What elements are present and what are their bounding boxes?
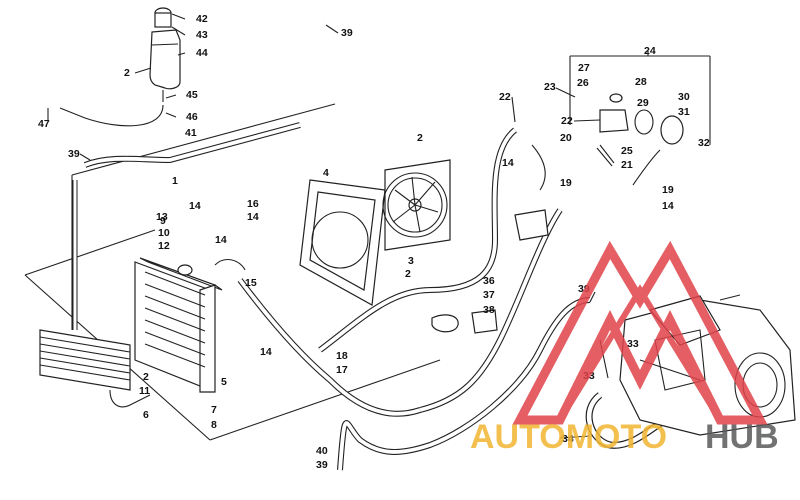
- thermostat-housing: [514, 55, 711, 241]
- assembly-outline: [24, 103, 441, 441]
- callout-18: 18: [336, 350, 348, 362]
- callout-11: 11: [139, 385, 150, 397]
- callout-46: 46: [186, 111, 198, 123]
- callout-42: 42: [196, 13, 208, 25]
- callout-23: 23: [544, 81, 556, 93]
- callout-17: 17: [336, 364, 348, 376]
- callout-41: 41: [185, 127, 197, 139]
- callout-31: 31: [678, 106, 690, 118]
- callout-39: 39: [578, 283, 590, 295]
- callout-27: 27: [578, 62, 590, 74]
- callout-14: 14: [662, 200, 674, 212]
- callout-28: 28: [635, 76, 647, 88]
- callout-14: 14: [502, 157, 514, 169]
- callout-33: 33: [627, 338, 639, 350]
- callout-2: 2: [405, 268, 411, 280]
- belt-parts: [431, 309, 498, 334]
- watermark-text-automoto: AUTOMOTO: [470, 418, 667, 456]
- callout-5: 5: [221, 376, 227, 388]
- callout-32: 32: [698, 137, 710, 149]
- callout-38: 38: [483, 304, 495, 316]
- callout-37: 37: [483, 289, 495, 301]
- callout-26: 26: [577, 77, 589, 89]
- callout-22: 22: [561, 115, 573, 127]
- callout-21: 21: [621, 159, 633, 171]
- callout-22: 22: [499, 91, 511, 103]
- callout-47: 47: [38, 118, 50, 130]
- callout-14: 14: [189, 200, 201, 212]
- callout-3: 3: [408, 255, 414, 267]
- callout-7: 7: [211, 404, 217, 416]
- callout-12: 12: [158, 240, 170, 252]
- callout-1: 1: [172, 175, 178, 187]
- callout-16: 16: [247, 198, 259, 210]
- fan-shroud: [299, 179, 386, 306]
- callout-19: 19: [560, 177, 572, 189]
- callout-6: 6: [143, 409, 149, 421]
- callout-30: 30: [678, 91, 690, 103]
- callout-15: 15: [245, 277, 257, 289]
- callout-45: 45: [186, 89, 198, 101]
- callout-44: 44: [196, 47, 208, 59]
- watermark-text-hub: HUB: [705, 418, 779, 456]
- callout-labels: 1 2 2 2 2 3 4 5 6 7 8 9 10 11 12 13 14 1…: [38, 13, 710, 471]
- callout-19: 19: [662, 184, 674, 196]
- callout-36: 36: [483, 275, 495, 287]
- radiator: [134, 257, 246, 393]
- callout-39: 39: [68, 148, 80, 160]
- coolant-reservoir: [59, 7, 181, 127]
- callout-39: 39: [341, 27, 353, 39]
- callout-2: 2: [124, 67, 130, 79]
- callout-25: 25: [621, 145, 633, 157]
- callout-24: 24: [644, 45, 656, 57]
- callout-14: 14: [260, 346, 272, 358]
- hose-lines: [51, 19, 667, 471]
- callout-14: 14: [247, 211, 259, 223]
- callout-34: 34: [562, 433, 574, 445]
- callout-10: 10: [158, 227, 170, 239]
- callout-4: 4: [323, 167, 329, 179]
- callout-29: 29: [637, 97, 649, 109]
- callout-14: 14: [215, 234, 227, 246]
- oil-cooler: [39, 329, 151, 408]
- callout-2: 2: [417, 132, 423, 144]
- callout-13: 13: [156, 211, 168, 223]
- watermark-logo: AUTOMOTO HUB: [470, 240, 779, 456]
- callout-20: 20: [560, 132, 572, 144]
- callout-40: 40: [316, 445, 328, 457]
- cooling-fan: [382, 159, 451, 251]
- leader-lines: [47, 13, 649, 439]
- callout-2: 2: [143, 371, 149, 383]
- callout-8: 8: [211, 419, 217, 431]
- callout-9: 9: [160, 215, 166, 227]
- callout-43: 43: [196, 29, 208, 41]
- callout-39: 39: [316, 459, 328, 471]
